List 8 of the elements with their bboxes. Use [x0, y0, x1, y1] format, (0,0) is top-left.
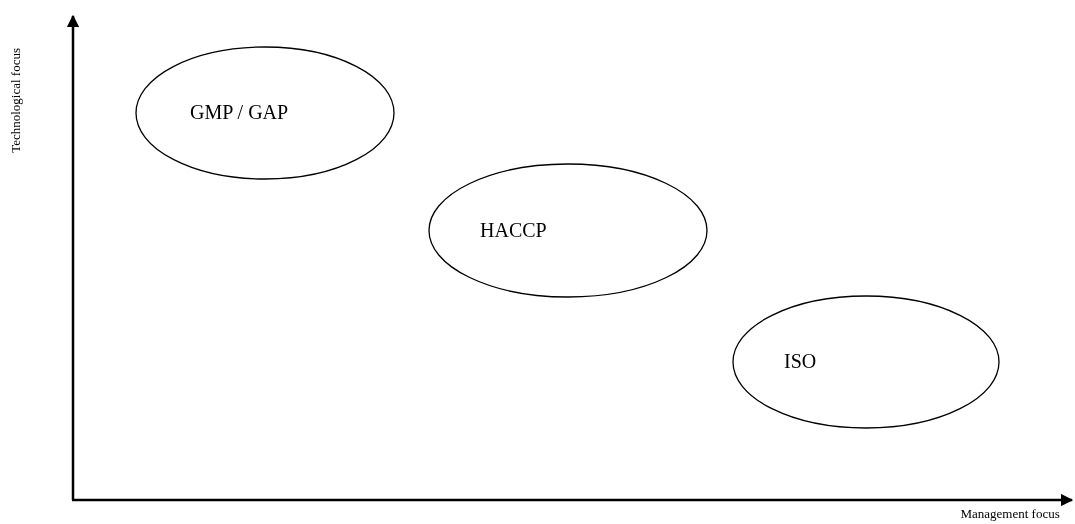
- ellipse-label: GMP / GAP: [190, 101, 289, 124]
- ellipse: [428, 163, 708, 298]
- y-axis-label: Technological focus: [8, 47, 24, 153]
- x-axis-label: Management focus: [960, 506, 1060, 522]
- ellipse: [135, 46, 395, 180]
- ellipse-label: HACCP: [480, 218, 547, 242]
- ellipse-label: ISO: [784, 350, 817, 373]
- ellipse: [732, 295, 1000, 429]
